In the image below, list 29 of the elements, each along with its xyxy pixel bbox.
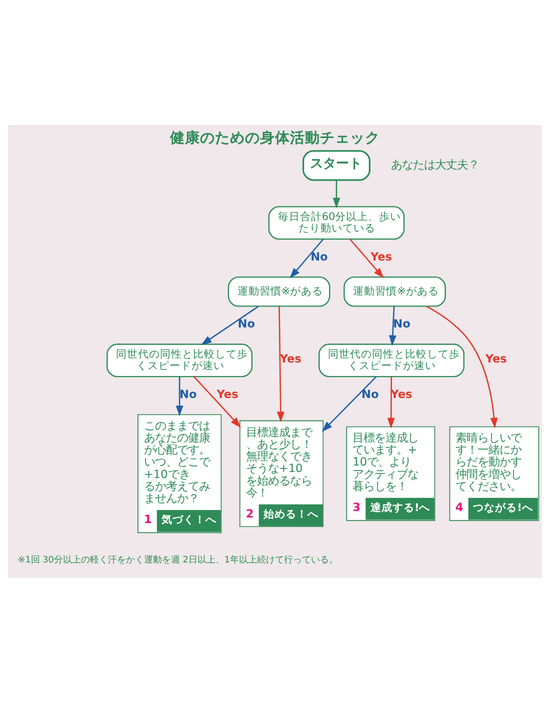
node-box: 毎日合計60分以上、歩いたり動いている [268, 206, 405, 240]
edge-label: Yes [370, 249, 392, 264]
arrow [193, 376, 241, 428]
arrow [332, 180, 340, 208]
edge-label: Yes [216, 386, 238, 401]
arrow [322, 376, 377, 432]
label: ※1回 30分以上の軽く汗をかく運動を週 2日以上、1年以上続けて行っている。 [18, 555, 338, 566]
edge-label: No [310, 249, 328, 264]
arrow [290, 238, 324, 278]
arrow [276, 306, 284, 422]
edge-label: Yes [485, 352, 507, 366]
edge-label: No [393, 316, 410, 330]
edge-label: No [362, 386, 379, 401]
arrow [176, 376, 184, 416]
node-box: 同世代の同性と比較して歩くスピードが速い [318, 344, 464, 378]
label: あなたは大丈夫？ [391, 157, 480, 172]
arrow [200, 306, 259, 346]
diagram-title: 健康のための身体活動チェック [170, 129, 380, 146]
arrow [387, 376, 395, 429]
edge-label: Yes [280, 352, 302, 366]
arrow [388, 306, 396, 346]
edge-label: No [238, 316, 256, 330]
node-box: 運動習慣※がある [344, 276, 446, 307]
node-box: 運動習慣※がある [228, 276, 330, 307]
arrow [426, 306, 498, 428]
edge-label: No [180, 386, 197, 401]
node-box: 同世代の同性と比較して歩くスピードが速い [106, 344, 253, 378]
arrow [350, 238, 384, 278]
node-box: スタート [302, 150, 370, 181]
